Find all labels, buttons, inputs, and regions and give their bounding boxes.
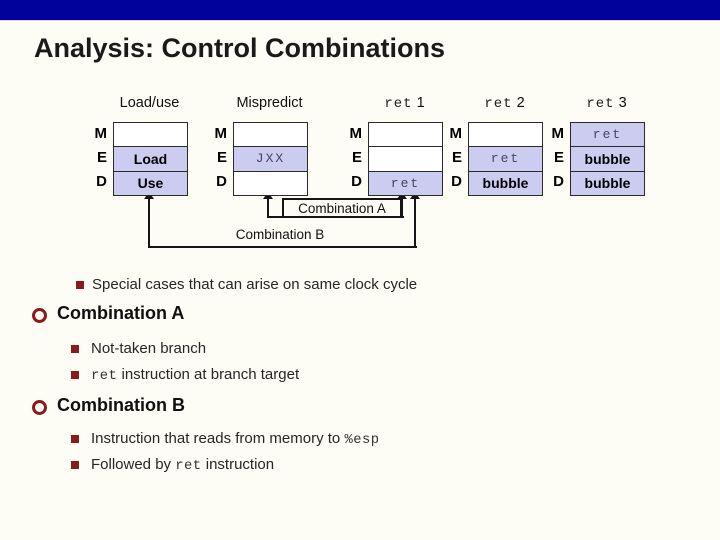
pipeline-column-title-4: ret 2 (438, 95, 571, 113)
page-title: Analysis: Control Combinations (34, 33, 446, 63)
bullet-text: Instruction that reads from memory to (91, 430, 345, 447)
stage-label-D: D (451, 173, 462, 190)
bullet-text: Special cases that can arise on same clo… (92, 276, 418, 293)
combination-b-right-stem (414, 199, 416, 248)
bullet-heading: Combination B (57, 395, 185, 416)
pipeline-column-2: JXX (233, 122, 308, 196)
stage-label-D: D (96, 173, 107, 190)
stage-cell-text: ret (390, 175, 421, 191)
stage-cell (369, 146, 442, 171)
stage-label-E: E (351, 149, 362, 166)
bullet-text: Combination A (57, 303, 185, 323)
stage-cell-text: bubble (584, 175, 631, 192)
stage-cell: bubble (571, 146, 644, 171)
stage-label-E: E (96, 149, 107, 166)
pipeline-column-4: ret bubble (468, 122, 543, 196)
stage-label-M: M (214, 125, 228, 142)
stage-label-D: D (553, 173, 564, 190)
stage-cell-text: ret (490, 151, 521, 167)
stage-cell: bubble (469, 170, 542, 195)
stage-cell-text: Load (133, 150, 168, 167)
stage-cell (114, 123, 187, 147)
stage-cell (469, 123, 542, 147)
pipeline-column-5: ret bubble bubble (570, 122, 645, 196)
stage-label-E: E (451, 149, 462, 166)
combination-a-right-stem (401, 198, 403, 218)
stage-label-E: E (553, 149, 564, 166)
pipeline-column-title-5: ret 3 (540, 95, 673, 113)
top-accent-bar (0, 0, 720, 20)
bullet-item: ret instruction at branch target (91, 366, 299, 384)
bullet-item: Followed by ret instruction (91, 456, 274, 474)
combination-b-bracket-line (148, 246, 417, 248)
stage-cell: Use (114, 170, 187, 195)
inline-code-text: %esp (344, 433, 380, 448)
pipeline-column-title-2: Mispredict (203, 95, 336, 113)
inline-code-text: ret (91, 369, 118, 384)
stage-cell: ret (469, 146, 542, 171)
column-title-text: 3 (614, 95, 627, 111)
column-title-text: 2 (512, 95, 525, 111)
square-bullet-icon (71, 435, 79, 443)
stage-cell: JXX (234, 146, 307, 171)
pipeline-column-title-1: Load/use (83, 95, 216, 113)
inline-code-text: ret (175, 459, 202, 474)
bullet-text: instruction at branch target (117, 366, 300, 383)
bullet-text: Followed by (91, 456, 176, 473)
bullet-heading: Combination A (57, 303, 184, 324)
stage-label-M: M (94, 125, 108, 142)
square-bullet-icon (71, 461, 79, 469)
square-bullet-icon (76, 281, 84, 289)
combination-a-box: Combination A (282, 198, 402, 218)
bullet-item: Not-taken branch (91, 340, 206, 357)
stage-cell: ret (369, 170, 442, 195)
stage-cell (369, 123, 442, 147)
bullet-text: instruction (201, 456, 275, 473)
stage-cell-text: ret (592, 127, 623, 143)
stage-cell: ret (571, 123, 644, 147)
column-title-text: ret (484, 96, 513, 112)
circle-bullet-icon (32, 400, 47, 415)
column-title-text: ret (586, 96, 615, 112)
stage-label-E: E (216, 149, 227, 166)
combination-a-left-stem (267, 198, 269, 218)
column-title-text: ret (384, 96, 413, 112)
bullet-text: Not-taken branch (91, 340, 207, 357)
stage-label-M: M (449, 125, 463, 142)
stage-cell-text: Use (137, 175, 164, 192)
stage-label-D: D (216, 173, 227, 190)
column-title-text: Load/use (119, 95, 180, 111)
stage-cell (234, 170, 307, 195)
bullet-item: Special cases that can arise on same clo… (92, 276, 417, 293)
stage-cell: Load (114, 146, 187, 171)
pipeline-column-title-3: ret 1 (338, 95, 471, 113)
stage-cell-text: bubble (584, 150, 631, 167)
combination-b-left-stem (148, 199, 150, 248)
column-title-text: 1 (412, 95, 425, 111)
circle-bullet-icon (32, 308, 47, 323)
column-title-text: Mispredict (236, 95, 303, 111)
bullet-item: Instruction that reads from memory to %e… (91, 430, 380, 448)
combination-a-label: Combination A (298, 200, 386, 216)
square-bullet-icon (71, 345, 79, 353)
stage-cell: bubble (571, 170, 644, 195)
top-bar-shadow (0, 20, 720, 21)
stage-label-M: M (551, 125, 565, 142)
square-bullet-icon (71, 371, 79, 379)
stage-label-D: D (351, 173, 362, 190)
stage-label-M: M (349, 125, 363, 142)
pipeline-column-3: ret (368, 122, 443, 196)
stage-cell-text: bubble (482, 175, 529, 192)
bullet-text: Combination B (57, 395, 185, 415)
stage-cell (234, 123, 307, 147)
stage-cell-text: JXX (255, 151, 286, 167)
combination-b-label: Combination B (235, 227, 325, 242)
